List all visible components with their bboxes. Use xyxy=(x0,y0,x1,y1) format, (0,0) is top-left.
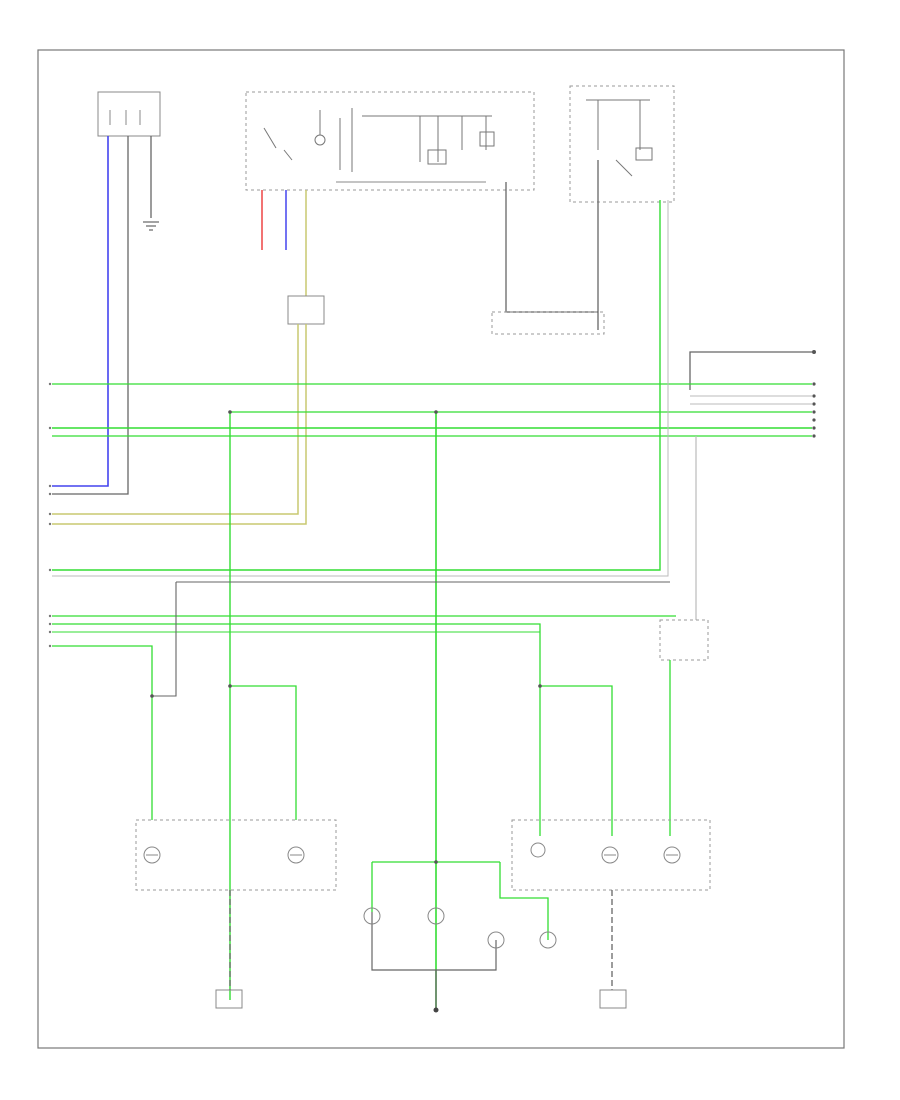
connector-pins-left xyxy=(48,382,52,648)
ground-point-left xyxy=(215,989,243,1009)
wire-yellow-to-left-b xyxy=(52,324,307,525)
right-bulb-2-icon xyxy=(601,846,619,864)
wire-gray-relay-down xyxy=(52,200,669,577)
center-bulb-4-icon xyxy=(539,931,557,949)
wire-green-relay-down xyxy=(52,200,661,571)
ground-point-center xyxy=(433,1007,439,1013)
right-lamp-assembly xyxy=(511,819,711,891)
center-bulb-2-icon xyxy=(427,907,445,925)
junction-box-right xyxy=(491,311,605,335)
wire-black-left xyxy=(52,136,129,495)
ground-point-right xyxy=(599,989,627,1009)
wire-green-branch-right xyxy=(540,685,613,836)
wire-black-top-right xyxy=(505,182,598,313)
wire-black-right-stub xyxy=(689,351,812,390)
connector-pins-right xyxy=(812,382,816,438)
wire-green-center-branch xyxy=(371,861,549,940)
fuse-relay-block xyxy=(97,91,161,137)
wire-blue-left xyxy=(52,136,109,487)
wire-green-lower-4 xyxy=(52,645,153,820)
wire-green-branch-left xyxy=(230,685,297,820)
wire-green-lower-2 xyxy=(52,623,541,836)
relay-contacts xyxy=(586,99,653,177)
switch-contacts xyxy=(263,108,495,172)
left-lamp-assembly xyxy=(135,819,337,891)
wire-yellow-to-left-a xyxy=(52,324,299,515)
left-bulb-2-icon xyxy=(287,846,305,864)
module-box xyxy=(287,295,325,325)
wire-gray-left-drop xyxy=(152,581,670,697)
wire-black-center-return xyxy=(371,912,497,971)
right-bulb-3-icon xyxy=(663,846,681,864)
center-bulb-1-icon xyxy=(363,907,381,925)
left-bulb-1-icon xyxy=(143,846,161,864)
ground-symbol xyxy=(143,221,159,231)
module-right-lower xyxy=(659,619,709,661)
relay-dashed-box xyxy=(569,85,675,203)
diagram-frame xyxy=(37,49,845,1049)
switch-assembly-dashed xyxy=(245,91,535,191)
center-bulb-3-icon xyxy=(487,931,505,949)
connector-right-stack xyxy=(812,350,816,354)
right-bulb-1-icon xyxy=(530,842,546,858)
splice-dots xyxy=(150,410,542,864)
